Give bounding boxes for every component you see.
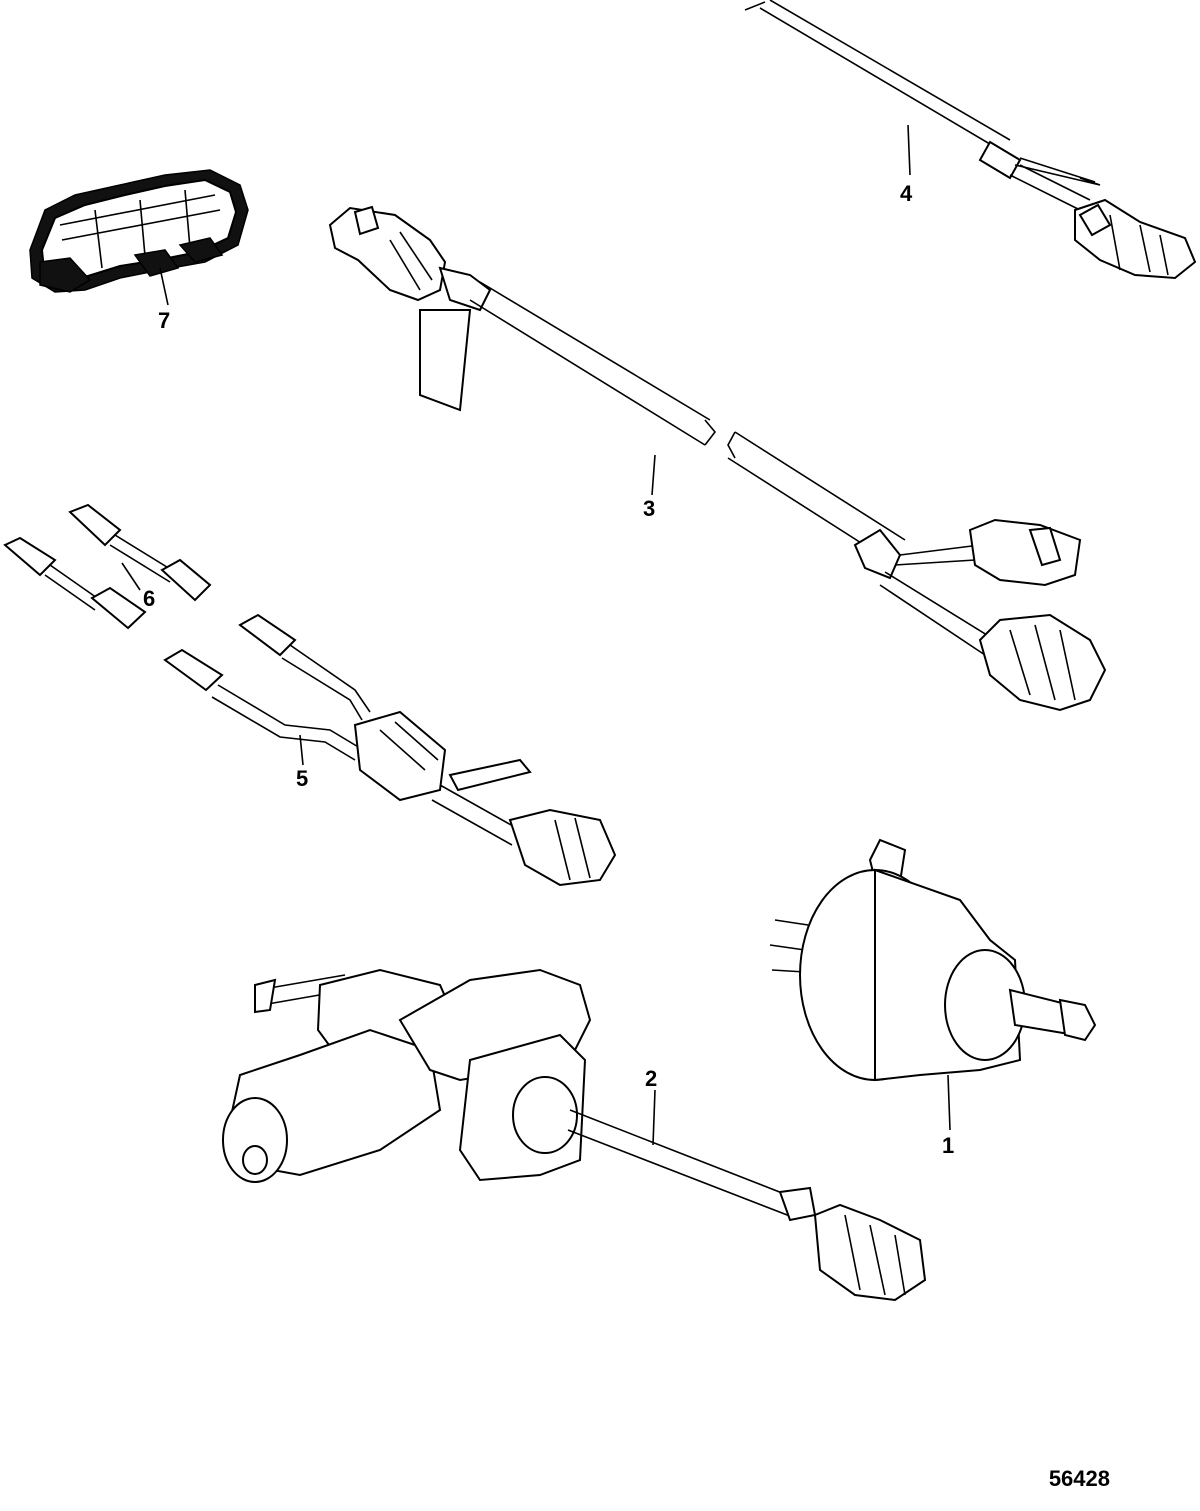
leader-line-3 bbox=[651, 454, 656, 496]
leader-line-4 bbox=[907, 124, 911, 176]
callout-1: 1 bbox=[942, 1133, 955, 1158]
callout-7: 7 bbox=[158, 308, 171, 333]
leader-line-7 bbox=[159, 267, 169, 306]
callout-6: 6 bbox=[143, 586, 156, 611]
part-1-sender bbox=[769, 838, 1097, 1082]
figure-number: 56428 bbox=[1048, 1466, 1110, 1491]
leader-line-1 bbox=[947, 1074, 951, 1131]
callout-5: 5 bbox=[296, 766, 309, 791]
leader-line-6 bbox=[121, 562, 141, 591]
callout-2: 2 bbox=[645, 1066, 658, 1091]
part-7-connector-block bbox=[29, 169, 249, 293]
part-5-y-harness bbox=[163, 613, 617, 887]
callout-3: 3 bbox=[643, 496, 656, 521]
part-6-cables bbox=[3, 503, 212, 630]
part-4-harness bbox=[744, 0, 1197, 280]
leader-line-2 bbox=[652, 1089, 656, 1146]
part-2-actuator bbox=[222, 968, 927, 1302]
part-3-harness bbox=[328, 205, 1107, 712]
callout-4: 4 bbox=[900, 181, 913, 206]
leader-line-5 bbox=[299, 734, 304, 766]
